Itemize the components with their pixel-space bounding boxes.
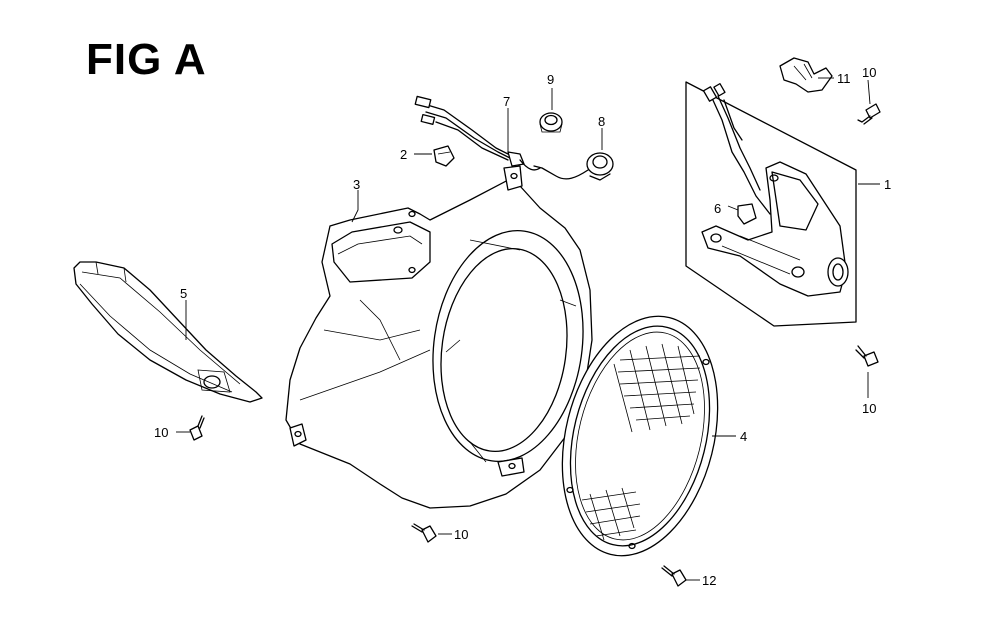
- part-clip-small: [737, 203, 757, 225]
- callout-10-top-right: 10: [862, 65, 876, 80]
- part-fan-cover: [285, 165, 593, 509]
- callout-1: 1: [884, 177, 891, 192]
- part-wire-harness: [414, 95, 541, 171]
- callout-6: 6: [714, 201, 721, 216]
- part-screen-grille: [561, 315, 719, 557]
- part-shroud-side: [73, 261, 263, 403]
- part-grommet: [539, 112, 563, 133]
- callout-10-bottom: 10: [454, 527, 468, 542]
- bolt-left: [189, 415, 205, 441]
- callout-5: 5: [180, 286, 187, 301]
- callout-9: 9: [547, 72, 554, 87]
- bolt-top-right: [857, 103, 881, 125]
- callout-4: 4: [740, 429, 747, 444]
- part-bracket-assembly: [701, 83, 849, 297]
- callout-11: 11: [837, 71, 851, 86]
- bolt-mid-right: [855, 345, 879, 367]
- callout-8: 8: [598, 114, 605, 129]
- callout-10-left: 10: [154, 425, 168, 440]
- callout-10-mid-right: 10: [862, 401, 876, 416]
- part-clip: [433, 145, 455, 167]
- part-sensor: [533, 152, 614, 181]
- callout-3: 3: [353, 177, 360, 192]
- callout-7: 7: [503, 94, 510, 109]
- part-bracket-clip: [779, 57, 833, 93]
- callout-2: 2: [400, 147, 407, 162]
- bolt-bottom-right: [661, 565, 687, 587]
- callout-12: 12: [702, 573, 716, 588]
- bolt-bottom-center: [411, 523, 437, 543]
- leader-lines: [176, 77, 880, 581]
- figure-title: FIG A: [86, 35, 207, 84]
- part-assembly-box: [685, 81, 857, 327]
